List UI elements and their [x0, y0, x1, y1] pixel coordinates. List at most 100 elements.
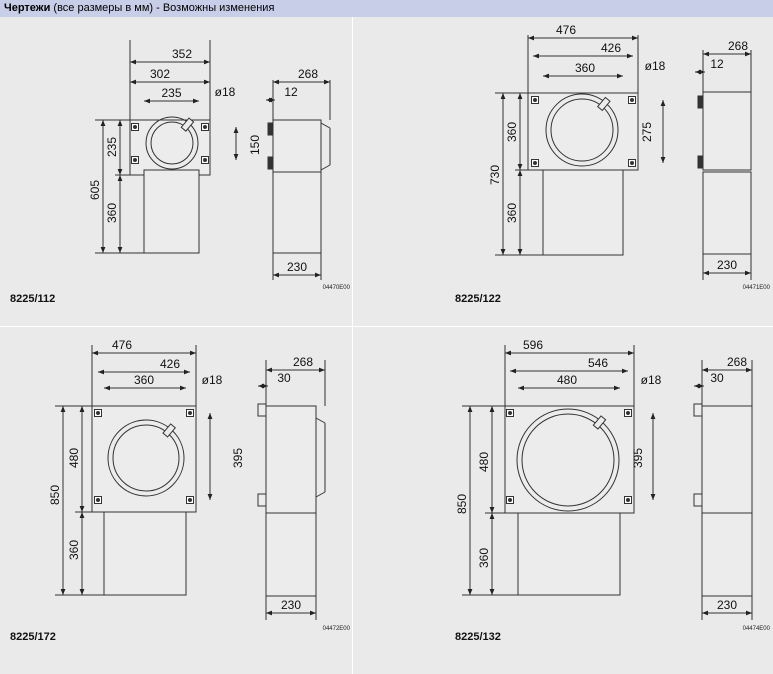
cylinder-outer-ring [107, 419, 185, 497]
dim-h-hole: 275 [640, 122, 654, 142]
hole-center [508, 498, 512, 502]
dim-depth: 268 [727, 355, 747, 369]
front-top-box [129, 119, 211, 176]
dim-w-holes: 546 [588, 356, 608, 370]
bracket-top [693, 403, 703, 417]
hole-center [533, 161, 537, 165]
drawing-code-04471E00: 04471E00 [743, 285, 771, 291]
dim-h-top: 235 [105, 137, 119, 157]
side-top-box [272, 119, 322, 176]
dim-bracket: 12 [710, 57, 724, 71]
bracket-top [697, 95, 704, 109]
cylinder-outer-ring [145, 116, 199, 170]
bracket-bot [697, 155, 704, 169]
hole-center [133, 125, 137, 129]
dim-h-top: 480 [477, 452, 491, 472]
hole-center [626, 498, 630, 502]
cylinder-inner-ring [550, 98, 614, 162]
dim-hole-dia: ø18 [202, 373, 223, 387]
cylinder-inner-ring [150, 121, 194, 165]
dim-w-total: 476 [112, 338, 132, 352]
model-label-8225-122: 8225/122 [455, 293, 501, 305]
horizontal-divider [0, 326, 773, 327]
dim-hole-dia: ø18 [641, 373, 662, 387]
dim-h-hole: 395 [631, 448, 645, 468]
dim-h-total: 850 [455, 494, 469, 514]
bracket-bot [693, 493, 703, 507]
side-door3 [315, 491, 326, 498]
side-base [265, 512, 317, 597]
latch-notch [592, 415, 607, 430]
dim-w-inner: 235 [161, 86, 181, 100]
bracket-top [267, 122, 274, 136]
latch-notch [180, 117, 195, 132]
dim-w-total: 352 [172, 47, 192, 61]
cylinder-inner-ring [112, 424, 180, 492]
dim-base-depth: 230 [717, 598, 737, 612]
cylinder-outer-ring [516, 408, 620, 512]
front-top-box [527, 92, 639, 171]
bracket-bot [257, 493, 267, 507]
dim-bracket: 12 [284, 85, 298, 99]
dim-depth: 268 [728, 39, 748, 53]
front-base [103, 511, 187, 596]
dim-depth: 268 [298, 67, 318, 81]
front-base [517, 512, 621, 596]
model-label-8225-112: 8225/112 [10, 293, 55, 305]
dim-h-total: 605 [88, 180, 102, 200]
dim-h-bottom: 360 [67, 540, 81, 560]
hole-center [508, 411, 512, 415]
dim-w-holes: 302 [150, 67, 170, 81]
side-top-box [701, 405, 753, 514]
hole-center [96, 498, 100, 502]
side-top-box [265, 405, 317, 514]
header-subtitle: (все размеры в мм) - Возможны изменения [50, 2, 275, 14]
dim-bracket: 30 [277, 371, 291, 385]
side-door3 [320, 164, 331, 171]
latch-notch-rect [596, 96, 611, 112]
dim-w-holes: 426 [601, 41, 621, 55]
dim-w-inner: 360 [575, 61, 595, 75]
latch-notch [596, 96, 611, 112]
hole-center [133, 158, 137, 162]
cylinder-outer-ring [545, 93, 619, 167]
hole-center [96, 411, 100, 415]
hole-center [188, 411, 192, 415]
side-base [272, 171, 322, 254]
bracket-top [257, 403, 267, 417]
latch-notch-rect [162, 423, 176, 438]
side-top-box [702, 91, 752, 171]
side-door [320, 122, 331, 129]
header-bar: Чертежи (все размеры в мм) - Возможны из… [0, 0, 773, 17]
drawing-code-04470E00: 04470E00 [323, 285, 351, 291]
latch-notch-rect [592, 415, 607, 430]
dim-h-total: 850 [48, 485, 62, 505]
model-label-8225-172: 8225/172 [10, 631, 56, 643]
dim-base-depth: 230 [281, 598, 301, 612]
hole-center [188, 498, 192, 502]
cylinder-inner-ring [521, 413, 615, 507]
dim-h-bottom: 360 [505, 203, 519, 223]
vertical-divider [352, 17, 353, 674]
dim-base-depth: 230 [287, 260, 307, 274]
dim-h-top: 480 [67, 448, 81, 468]
dim-h-hole: 395 [231, 448, 245, 468]
dim-w-holes: 426 [160, 357, 180, 371]
bracket-bot [267, 156, 274, 170]
hole-center [203, 125, 207, 129]
header-title: Чертежи [4, 2, 51, 14]
dim-w-total: 596 [523, 338, 543, 352]
hole-center [203, 158, 207, 162]
dim-hole-dia: ø18 [645, 59, 666, 73]
dim-bracket: 30 [710, 371, 724, 385]
side-door [315, 417, 326, 424]
hole-center [626, 411, 630, 415]
dim-h-bottom: 360 [105, 203, 119, 223]
model-label-8225-132: 8225/132 [455, 631, 501, 643]
side-base [701, 512, 753, 597]
